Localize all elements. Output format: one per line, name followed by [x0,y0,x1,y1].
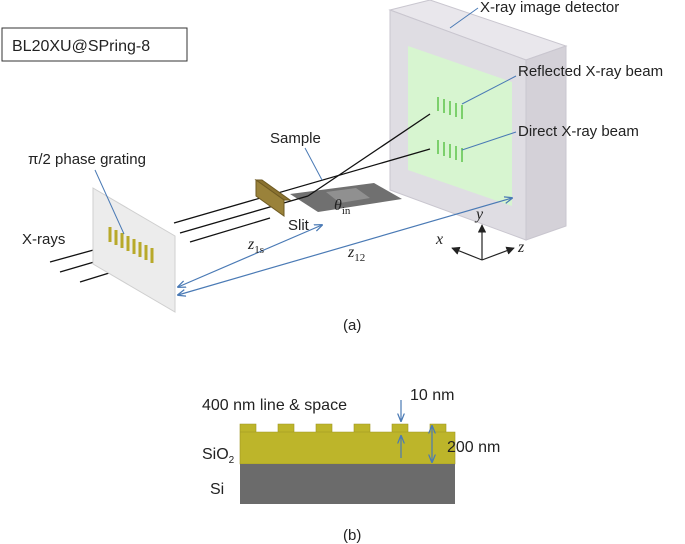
grating-label: π/2 phase grating [28,151,146,168]
detector-leader [449,7,479,29]
axis-y-label: y [474,206,484,223]
layer-structure [239,423,456,504]
si-layer [240,464,455,504]
sample-label: Sample [270,130,321,147]
xrays-label: X-rays [22,231,65,248]
sample-leader [304,147,323,181]
axis-z-label: z [517,239,525,256]
z12-label: z12 [347,244,365,264]
x-ray-image-detector [388,0,568,241]
z1s-label: z1s [247,236,264,256]
reflected-beam-label: Reflected X-ray beam [518,63,663,80]
direct-beam-label: Direct X-ray beam [518,123,639,140]
direct-beam-spot [437,140,463,162]
caption-b: (b) [343,527,361,544]
coordinate-axes [451,224,515,261]
detector-label: X-ray image detector [480,0,619,16]
facility-label: BL20XU@SPring-8 [12,38,150,55]
z1s-arrow [178,225,322,287]
depth-label: 10 nm [410,387,454,404]
axis-x-label: x [435,231,443,248]
line-space-label: 400 nm line & space [202,397,347,414]
caption-a: (a) [343,317,361,334]
sio2-label: SiO2 [202,446,235,466]
detector-screen [408,46,512,206]
reflected-beam-spot [437,97,463,119]
z12-arrow [178,198,512,295]
thickness-label: 200 nm [447,439,500,456]
facility-label-box: BL20XU@SPring-8 [1,27,188,62]
direct-leader [461,131,517,151]
reflected-leader [461,75,517,105]
si-label: Si [210,481,224,498]
sio2-layer [239,423,456,465]
phase-grating [92,187,176,313]
grating-leader [94,169,125,235]
